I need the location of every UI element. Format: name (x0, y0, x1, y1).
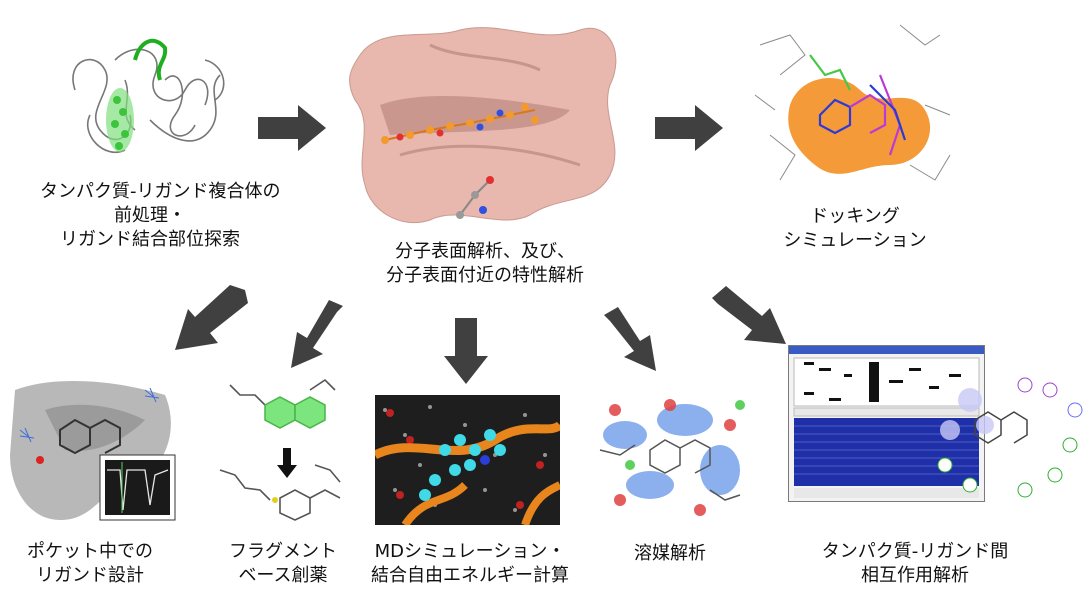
bottom-label-md: MDシミュレーション・ 結合自由エネルギー計算 (365, 540, 575, 588)
bottom-label-solvent: 溶媒解析 (615, 542, 725, 566)
label-line: 分子表面解析、及び、 (395, 241, 575, 262)
label-line: 結合自由エネルギー計算 (371, 565, 569, 586)
top-label-complex-prep: タンパク質-リガンド複合体の 前処理・ リガンド結合部位探索 (40, 180, 281, 252)
docking-image (750, 15, 955, 195)
label-line: リガンド結合部位探索 (60, 229, 240, 250)
label-line: シミュレーション (783, 230, 927, 251)
solvent-analysis-image (590, 390, 755, 525)
down-right-arrow-icon (604, 307, 656, 371)
interaction-diagram-image (930, 370, 1090, 510)
md-simulation-image (375, 395, 560, 525)
bottom-label-interaction: タンパク質-リガンド間 相互作用解析 (810, 540, 1020, 588)
protein-complex-image (55, 20, 240, 170)
label-line: フラグメント (229, 541, 337, 562)
label-line: タンパク質-リガンド複合体の (40, 181, 281, 202)
label-line: ドッキング (810, 206, 900, 227)
label-line: ポケット中での (27, 541, 153, 562)
top-label-surface-analysis: 分子表面解析、及び、 分子表面付近の特性解析 (360, 240, 610, 288)
bottom-label-fragment: フラグメント ベース創薬 (218, 540, 348, 588)
fragment-design-image (215, 370, 350, 525)
molecular-surface-image (340, 15, 630, 230)
label-line: 分子表面付近の特性解析 (386, 265, 584, 286)
right-arrow-icon (655, 105, 723, 151)
label-line: 相互作用解析 (861, 565, 969, 586)
top-label-docking: ドッキング シミュレーション (780, 205, 930, 253)
down-left-arrow-icon (291, 300, 343, 368)
bottom-label-pocket-design: ポケット中での リガンド設計 (15, 540, 165, 588)
label-line: リガンド設計 (36, 565, 144, 586)
label-line: タンパク質-リガンド間 (821, 541, 1009, 562)
down-left-arrow-icon (175, 285, 248, 350)
pocket-design-image (5, 370, 180, 525)
label-line: ベース創薬 (238, 565, 328, 586)
right-arrow-icon (258, 105, 326, 151)
label-line: 溶媒解析 (634, 543, 706, 564)
interaction-window-image (788, 345, 985, 502)
label-line: 前処理・ (114, 205, 186, 226)
label-line: MDシミュレーション・ (374, 541, 566, 562)
down-right-arrow-icon (712, 286, 786, 344)
down-arrow-icon (444, 318, 488, 384)
